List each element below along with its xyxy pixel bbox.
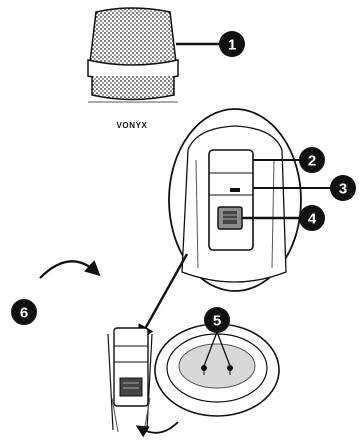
battery-cap <box>154 323 280 417</box>
svg-text:4: 4 <box>308 211 317 228</box>
callout-5-leader-left <box>203 331 218 367</box>
twist-arrow-icon <box>135 421 179 438</box>
curved-arrow-icon <box>39 260 101 279</box>
callout-4-badge: 4 <box>299 205 325 231</box>
straight-arrow-icon <box>137 253 189 342</box>
callout-5-badge: 5 <box>204 307 230 333</box>
callout-3-badge: 3 <box>330 175 356 201</box>
callout-6-badge: 6 <box>11 299 37 325</box>
svg-text:2: 2 <box>308 153 316 170</box>
handle-detail-oval <box>168 108 302 292</box>
brand-label: VONYX <box>116 121 147 130</box>
callout-1-badge: 1 <box>219 31 245 57</box>
battery-compartment <box>208 149 254 251</box>
svg-text:6: 6 <box>20 305 28 322</box>
svg-text:1: 1 <box>228 37 236 54</box>
microphone-grille <box>87 7 179 103</box>
microphone-handle <box>107 327 153 433</box>
handle-switch <box>119 377 143 397</box>
callout-2-badge: 2 <box>299 147 325 173</box>
callout-5-leader-right <box>216 331 231 367</box>
svg-text:3: 3 <box>339 181 347 198</box>
svg-text:5: 5 <box>213 313 221 330</box>
